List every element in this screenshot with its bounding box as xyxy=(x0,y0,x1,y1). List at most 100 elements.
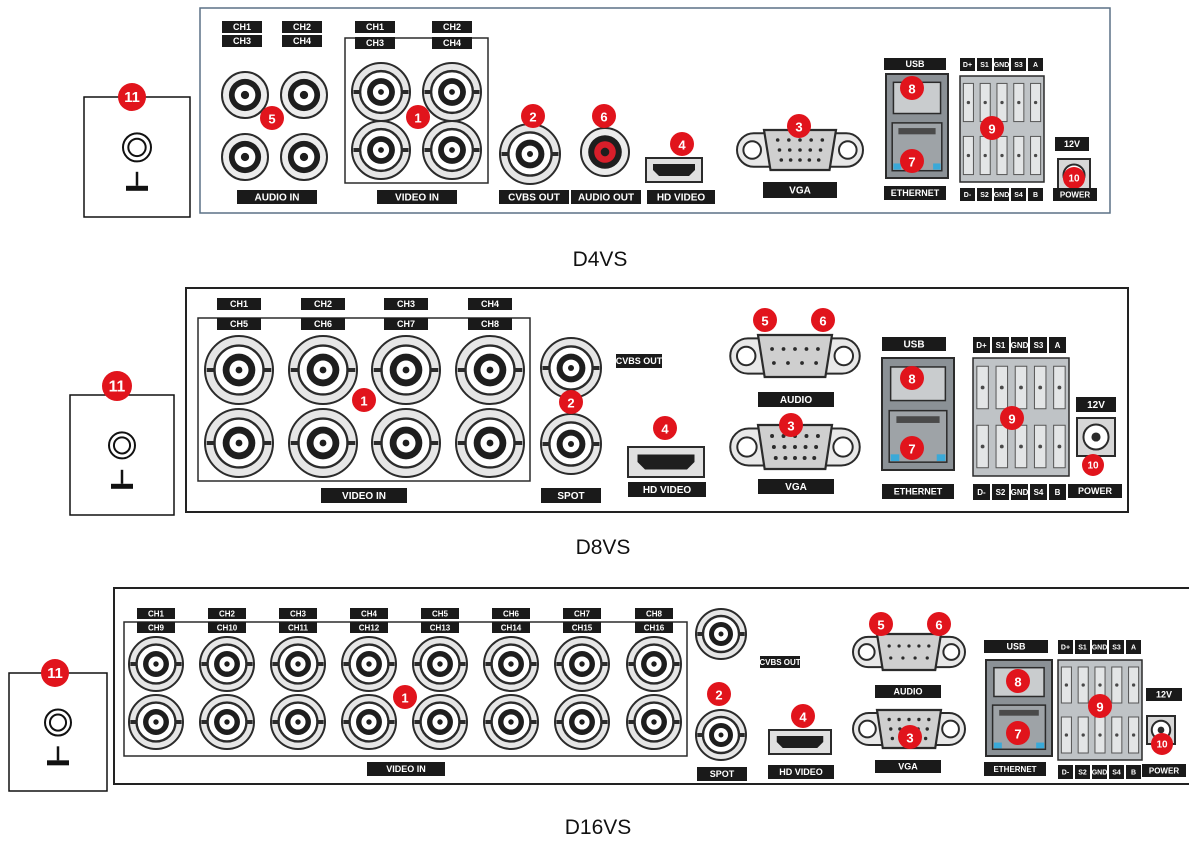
video-in-connector xyxy=(270,694,326,750)
audio-label-box xyxy=(875,685,941,698)
terminal-label: S3 xyxy=(1014,62,1023,69)
dsub-pin xyxy=(890,736,895,741)
video-ch-label-box xyxy=(279,622,317,633)
bnc-lug-left xyxy=(556,720,562,724)
badge-2: 2 xyxy=(715,688,722,703)
bnc-pin xyxy=(402,439,410,447)
terminal-screw xyxy=(1131,733,1136,737)
audio-in-ch1 xyxy=(221,71,269,119)
bnc-lug-left xyxy=(542,366,549,370)
dsub-pin xyxy=(804,347,809,351)
badge-4-circle xyxy=(791,704,815,728)
dsub-pin xyxy=(897,644,901,648)
power-12v-label-box xyxy=(1055,137,1089,151)
badge-5-circle xyxy=(869,612,893,636)
power-12v-label: 12V xyxy=(1156,690,1172,700)
badge-5-circle xyxy=(753,308,777,332)
bnc-lug-right xyxy=(348,368,356,372)
badge-9: 9 xyxy=(1096,700,1103,715)
badge-7-circle xyxy=(1006,721,1030,745)
cvbs-out-label-box xyxy=(499,190,569,204)
dsub-pin xyxy=(798,148,802,152)
video-ch-label: CH6 xyxy=(503,609,520,618)
terminal-label: A xyxy=(1131,645,1136,652)
hd-video-label-box xyxy=(768,765,834,779)
ethernet-led-left xyxy=(993,742,1002,749)
terminal-label: A xyxy=(1055,341,1061,350)
dsub-pin xyxy=(773,456,778,460)
hd-video-label-box xyxy=(647,190,715,204)
cvbs-out-label: CVBS OUT xyxy=(508,193,560,204)
video-ch-label: CH7 xyxy=(574,609,591,618)
terminal-label-box xyxy=(1109,640,1124,654)
video-ch-label: CH5 xyxy=(230,319,248,329)
terminal-label: GND xyxy=(994,192,1010,199)
bnc-lug-left xyxy=(130,720,136,724)
video-in-connector xyxy=(270,636,326,692)
terminal-label: B xyxy=(1055,488,1061,497)
dsub-pin xyxy=(927,644,931,648)
ethernet-led-left xyxy=(893,163,901,170)
bnc-lug-left xyxy=(457,441,465,445)
ethernet-label-box xyxy=(882,484,954,499)
usb-label-box xyxy=(984,640,1048,653)
bnc-pin xyxy=(508,719,514,725)
power-jack-pin xyxy=(1091,432,1101,442)
panel-caption: D4VS xyxy=(573,248,628,271)
bnc-pin xyxy=(568,365,574,371)
terminal-screw xyxy=(1064,733,1069,737)
spot-connector xyxy=(540,413,602,475)
terminal-block xyxy=(959,75,1045,183)
badge-1: 1 xyxy=(401,691,408,706)
dsub-screw-right xyxy=(833,345,855,367)
audio-in-ch3 xyxy=(221,133,269,181)
bnc-pin xyxy=(153,719,159,725)
badge-4: 4 xyxy=(799,710,807,725)
badge-1-circle xyxy=(406,105,430,129)
badge-4: 4 xyxy=(678,138,686,153)
video-ch-label-box xyxy=(279,608,317,619)
bnc-pin xyxy=(402,366,410,374)
bnc-lug-right xyxy=(552,152,559,156)
badge-11-circle xyxy=(41,659,69,687)
dsub-screw-right xyxy=(941,719,960,739)
bnc-lug-left xyxy=(343,662,349,666)
hdmi-socket xyxy=(776,736,824,748)
badge-10-circle xyxy=(1082,454,1104,476)
bnc-lug-right xyxy=(515,368,523,372)
bnc-lug-right xyxy=(531,662,537,666)
dsub-pin xyxy=(777,148,782,152)
terminal-screw xyxy=(966,100,971,105)
dsub-pin xyxy=(787,148,792,152)
bnc-lug-right xyxy=(402,148,409,152)
video-ch-label-box xyxy=(468,298,512,310)
dsub-pin xyxy=(913,656,917,660)
video-in-connector xyxy=(412,636,468,692)
terminal-label-box xyxy=(1049,484,1066,500)
badge-5-circle xyxy=(260,106,284,130)
badge-4: 4 xyxy=(661,422,669,437)
video-ch-label-box xyxy=(384,318,428,330)
badge-11-circle xyxy=(102,371,132,401)
dsub-pin xyxy=(804,434,809,438)
bnc-lug-right xyxy=(460,720,466,724)
dsub-pin xyxy=(770,347,774,351)
bnc-lug-right xyxy=(431,441,439,445)
terminal-label: D+ xyxy=(1061,645,1070,652)
bnc-lug-left xyxy=(424,148,431,152)
video-ch1-label: CH1 xyxy=(366,22,384,32)
video-ch-label-box xyxy=(208,608,246,619)
terminal-screw xyxy=(1131,683,1136,687)
badge-6-circle xyxy=(811,308,835,332)
video-ch2-label-box xyxy=(432,21,472,33)
terminal-label: S2 xyxy=(980,192,989,199)
terminal-label: GND xyxy=(1011,488,1029,497)
badge-6-circle xyxy=(592,104,616,128)
terminal-screw xyxy=(999,444,1004,449)
terminal-screw xyxy=(1098,683,1102,687)
video-ch-label-box xyxy=(563,622,601,633)
video-in-connector xyxy=(204,408,274,478)
terminal-label: S1 xyxy=(996,341,1006,350)
video-in-connector xyxy=(288,335,358,405)
terminal-label-box xyxy=(992,484,1009,500)
